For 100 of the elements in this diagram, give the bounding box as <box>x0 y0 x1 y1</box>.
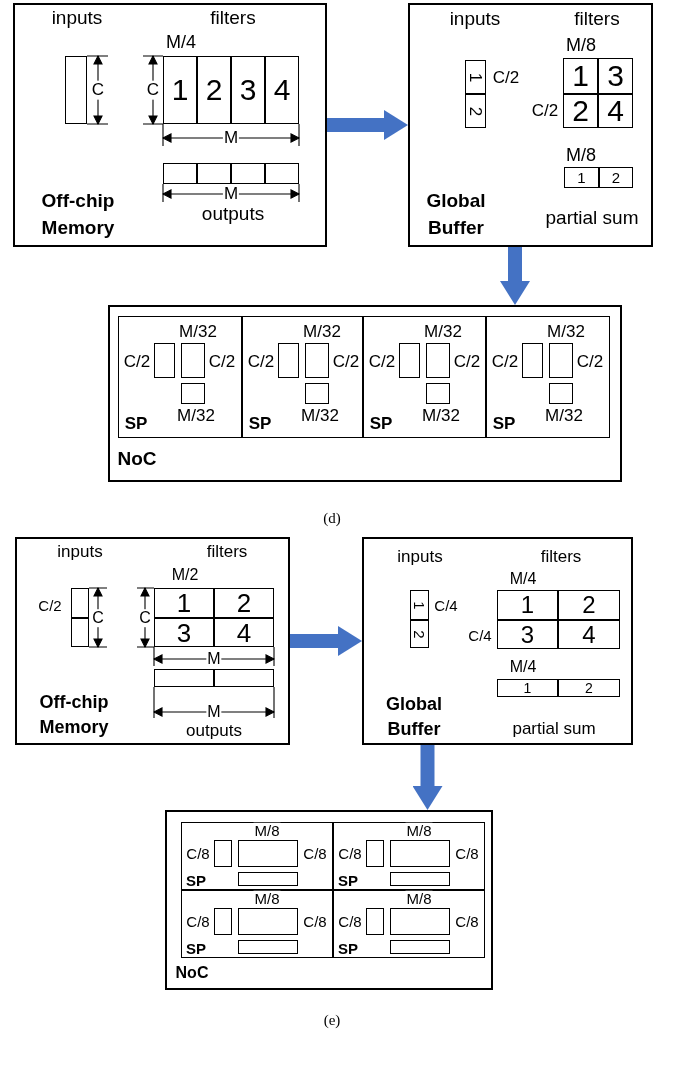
column-heading: filters <box>205 542 249 562</box>
data-block <box>238 940 298 954</box>
numbered-tile: 3 <box>231 56 265 124</box>
numbered-tile: 1 <box>497 590 558 620</box>
memory-label: Off-chip Memory <box>38 691 110 740</box>
column-heading: outputs <box>185 721 243 741</box>
unit-label: SP <box>491 413 517 435</box>
data-block <box>278 343 299 378</box>
processing-unit-panel <box>181 822 333 890</box>
memory-label: NoC <box>174 963 210 983</box>
data-block <box>265 163 299 184</box>
processing-unit-panel <box>363 316 486 438</box>
data-block <box>71 618 89 647</box>
numbered-tile: 2 <box>599 167 633 188</box>
data-block <box>549 383 573 404</box>
data-block <box>65 56 87 124</box>
numbered-tile: 3 <box>497 620 558 649</box>
numbered-tile: 2 <box>558 679 620 697</box>
column-heading: partial sum <box>511 719 597 739</box>
unit-label: SP <box>123 413 149 435</box>
column-heading: inputs <box>396 547 444 567</box>
column-heading: inputs <box>50 7 104 29</box>
numbered-tile: 1 <box>410 590 429 620</box>
processing-unit-panel <box>333 822 485 890</box>
data-block <box>390 840 450 867</box>
data-block <box>390 872 450 886</box>
numbered-tile: 2 <box>465 94 486 128</box>
data-block <box>154 343 175 378</box>
unit-label: SP <box>185 871 207 891</box>
data-block <box>214 908 232 935</box>
dimension-label: C <box>91 609 105 627</box>
data-block <box>238 840 298 867</box>
block-arrow <box>327 110 408 140</box>
data-block <box>231 163 265 184</box>
memory-label: Global Buffer <box>385 693 443 742</box>
numbered-tile: 3 <box>154 618 214 647</box>
data-block <box>426 383 450 404</box>
memory-panel <box>362 537 633 745</box>
data-block <box>366 908 384 935</box>
numbered-tile: 1 <box>497 679 558 697</box>
numbered-tile: 2 <box>214 588 274 618</box>
dimension-label: C <box>145 80 161 100</box>
data-block <box>305 343 329 378</box>
data-block <box>305 383 329 404</box>
block-arrow <box>290 626 362 656</box>
column-heading: outputs <box>200 203 266 225</box>
noc-panel <box>108 305 622 482</box>
processing-unit-panel <box>181 890 333 958</box>
numbered-tile: 1 <box>163 56 197 124</box>
block-arrow <box>412 745 443 810</box>
data-block <box>197 163 231 184</box>
block-arrow <box>500 247 530 305</box>
numbered-tile: 4 <box>558 620 620 649</box>
unit-label: SP <box>247 413 273 435</box>
data-block <box>214 840 232 867</box>
dimension-label: C <box>138 609 152 627</box>
numbered-tile: 1 <box>465 60 486 94</box>
column-heading: filters <box>539 547 583 567</box>
data-block <box>390 940 450 954</box>
figure-caption: (e) <box>322 1011 342 1029</box>
numbered-tile: 2 <box>563 94 598 128</box>
unit-label: SP <box>337 939 359 959</box>
column-heading: inputs <box>448 8 502 30</box>
memory-label: NoC <box>116 447 158 471</box>
data-block <box>214 669 274 687</box>
column-heading: filters <box>209 7 257 29</box>
numbered-tile: 1 <box>564 167 599 188</box>
memory-label: Global Buffer <box>425 189 487 240</box>
numbered-tile: 1 <box>154 588 214 618</box>
column-heading: inputs <box>56 542 104 562</box>
noc-panel <box>165 810 493 990</box>
numbered-tile: 2 <box>197 56 231 124</box>
processing-unit-panel <box>486 316 610 438</box>
data-block <box>399 343 420 378</box>
numbered-tile: 1 <box>563 58 598 94</box>
numbered-tile: 2 <box>410 620 429 648</box>
data-block <box>181 343 205 378</box>
data-block <box>549 343 573 378</box>
data-block <box>181 383 205 404</box>
memory-panel <box>13 3 327 247</box>
memory-label: Off-chip Memory <box>40 189 116 240</box>
processing-unit-panel <box>118 316 242 438</box>
data-block <box>390 908 450 935</box>
numbered-tile: 4 <box>265 56 299 124</box>
unit-label: SP <box>185 939 207 959</box>
unit-label: SP <box>337 871 359 891</box>
column-heading: filters <box>573 8 621 30</box>
memory-panel <box>15 537 290 745</box>
figure-caption: (d) <box>322 509 342 527</box>
unit-label: SP <box>368 413 394 435</box>
data-block <box>71 588 89 618</box>
numbered-tile: 3 <box>598 58 633 94</box>
data-block <box>163 163 197 184</box>
processing-unit-panel <box>242 316 363 438</box>
memory-panel <box>408 3 653 247</box>
dimension-label: C <box>90 80 106 100</box>
data-block <box>238 908 298 935</box>
column-heading: partial sum <box>544 207 640 229</box>
data-block <box>522 343 543 378</box>
processing-unit-panel <box>333 890 485 958</box>
